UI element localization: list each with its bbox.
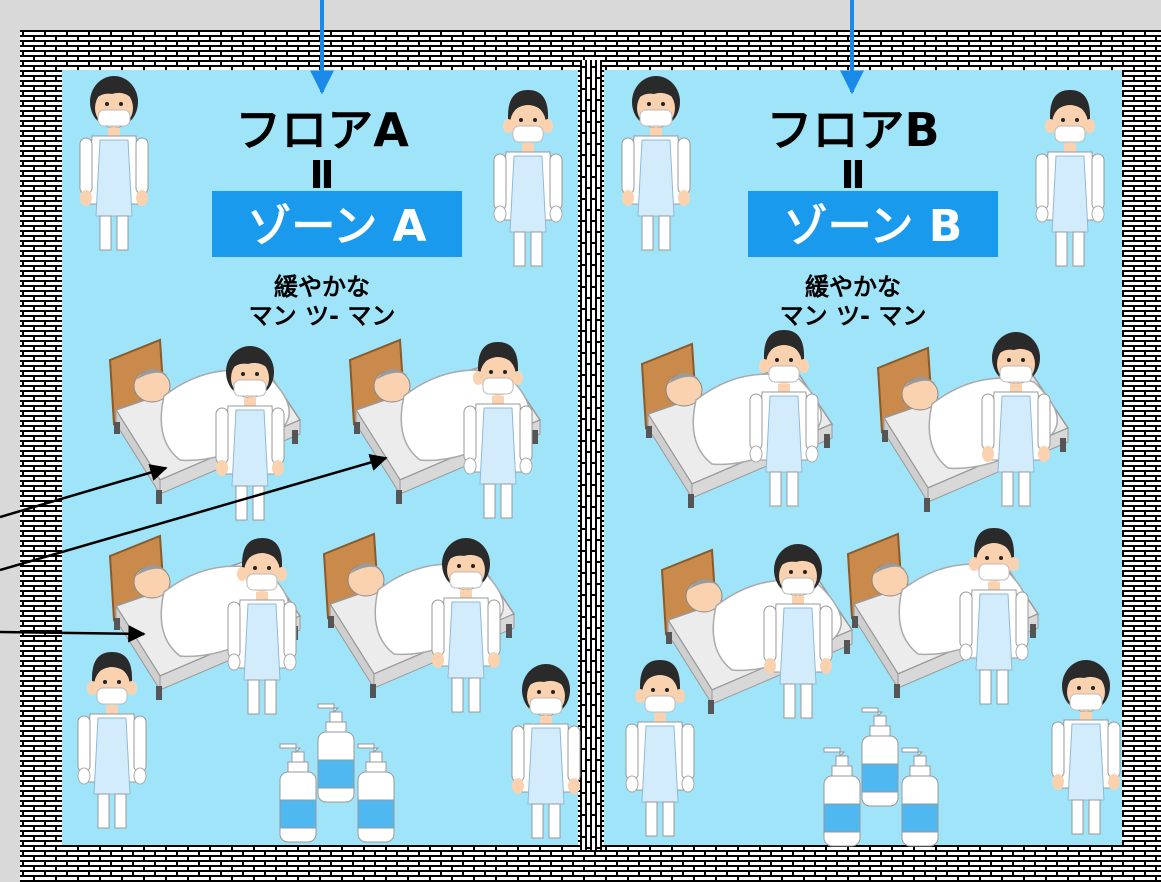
room-divider-wall	[580, 60, 602, 850]
zone-a-note-line1: 緩やかな	[274, 273, 370, 301]
callout-arrow-1	[0, 464, 168, 519]
zone-a-floor-title: フロアA	[235, 103, 409, 157]
zone-b-label: ゾーン B	[784, 201, 963, 252]
callout-arrow-2	[0, 453, 388, 572]
zone-b-equals-mark: Ⅱ	[840, 153, 865, 197]
zone-a-note-line2: マン ツ- マン	[249, 302, 396, 330]
zone-b-label-box	[748, 191, 998, 257]
zone-a-label-box	[212, 191, 462, 257]
callout-arrow-3	[0, 625, 146, 643]
zone-b-header: フロアB Ⅱ ゾーン B 緩やかな マン ツ- マン	[748, 103, 998, 330]
zone-a-equals-mark: Ⅱ	[309, 153, 334, 197]
zone-a-label: ゾーン A	[247, 201, 426, 252]
zone-b-note-line1: 緩やかな	[805, 273, 901, 301]
zone-a-header: フロアA Ⅱ ゾーン A 緩やかな マン ツ- マン	[212, 103, 462, 330]
zone-b-note-line2: マン ツ- マン	[780, 302, 927, 330]
zone-b-floor-title: フロアB	[766, 103, 939, 157]
